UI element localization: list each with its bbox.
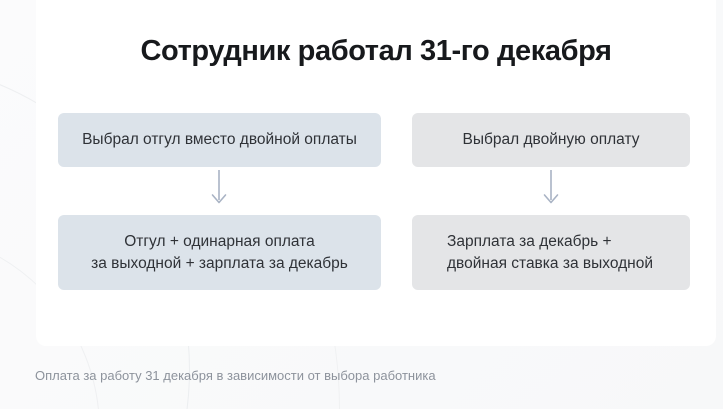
page-title: Сотрудник работал 31-го декабря <box>140 35 612 67</box>
result-box-line: Зарплата за декабрь + <box>447 232 612 250</box>
result-box-line: двойная ставка за выходной <box>447 254 653 272</box>
choice-box-double-pay: Выбрал двойную оплату <box>412 113 690 167</box>
result-box-line: Отгул + одинарная оплата <box>124 232 315 250</box>
arrow-down-icon <box>211 170 227 204</box>
image-caption: Оплата за работу 31 декабря в зависимост… <box>35 368 436 383</box>
result-box-double-pay: Зарплата за декабрь + двойная ставка за … <box>412 215 690 290</box>
choice-box-label: Выбрал двойную оплату <box>462 131 640 148</box>
result-box-line: за выходной + зарплата за декабрь <box>91 254 348 272</box>
result-box-time-off: Отгул + одинарная оплата за выходной + з… <box>58 215 381 290</box>
choice-box-time-off: Выбрал отгул вместо двойной оплаты <box>58 113 381 167</box>
diagram-card: Сотрудник работал 31-го декабря Выбрал о… <box>36 0 716 346</box>
arrow-down-icon <box>543 170 559 204</box>
choice-box-label: Выбрал отгул вместо двойной оплаты <box>82 131 357 148</box>
